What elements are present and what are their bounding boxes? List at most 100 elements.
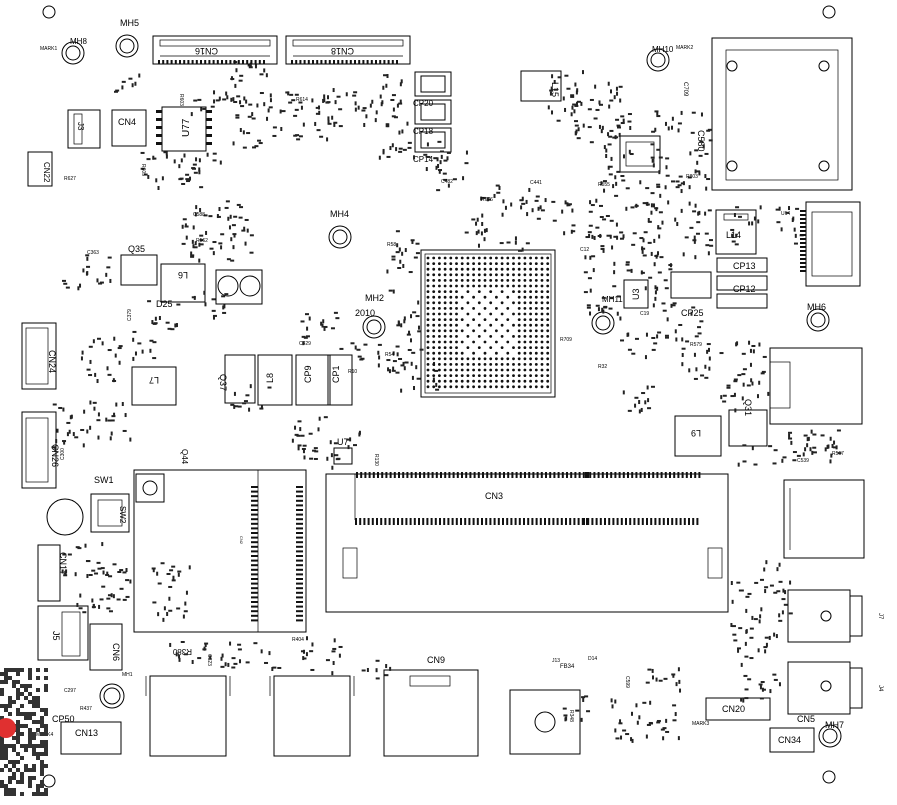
smd-pad xyxy=(318,110,321,115)
bga-ball xyxy=(540,307,544,310)
smd-pad xyxy=(89,425,92,430)
smd-pad xyxy=(411,375,414,380)
smd-pad xyxy=(118,360,121,365)
smd-pad xyxy=(198,258,201,263)
smd-pad xyxy=(535,195,540,198)
dimm-pin xyxy=(599,518,602,525)
qr-module xyxy=(16,708,20,712)
smd-pad xyxy=(438,169,443,172)
mounting-hole-mh4: MH4 xyxy=(328,209,352,249)
smd-pad xyxy=(117,347,122,350)
module-pin xyxy=(296,495,303,498)
dimm-pin xyxy=(589,472,592,478)
smd-pad xyxy=(758,619,761,624)
smd-pad xyxy=(333,311,338,314)
module-pin xyxy=(251,550,258,553)
smd-pad xyxy=(218,96,221,101)
smd-pad xyxy=(600,129,603,134)
bga-ball xyxy=(477,346,481,349)
smd-pad xyxy=(259,73,264,76)
svg-text:R579: R579 xyxy=(690,342,702,348)
smd-pad xyxy=(92,339,95,344)
smd-pad xyxy=(401,251,404,256)
module-pin xyxy=(251,522,258,525)
smd-pad xyxy=(639,180,642,185)
capacitor-cp1: CP1 xyxy=(327,354,353,406)
dimm-pin xyxy=(570,472,573,478)
smd-pad xyxy=(402,148,407,151)
smd-pad xyxy=(678,679,681,684)
smd-pad xyxy=(651,675,654,680)
svg-text:U3: U3 xyxy=(631,288,641,300)
module-pin xyxy=(296,596,303,599)
smd-pad xyxy=(506,241,511,244)
bga-ball xyxy=(432,346,436,349)
smd-pad xyxy=(110,419,115,422)
fpc-pin xyxy=(328,60,331,64)
smd-pad xyxy=(810,429,813,434)
qr-module xyxy=(28,740,32,744)
smd-pad xyxy=(403,366,406,371)
smd-pad xyxy=(168,609,173,612)
fpc-pin xyxy=(800,210,806,212)
smd-pad xyxy=(114,353,117,358)
smd-pad xyxy=(440,150,445,153)
fpc-pin xyxy=(800,250,806,252)
smd-pad xyxy=(802,452,805,457)
dimm-pin xyxy=(556,518,559,525)
bga-ball xyxy=(495,284,498,288)
smd-pad xyxy=(552,219,557,222)
smd-pad xyxy=(620,175,625,178)
smd-pad xyxy=(443,159,448,162)
smd-pad xyxy=(108,575,113,578)
dimm-pin xyxy=(440,472,442,478)
smd-pad xyxy=(476,217,479,222)
bga-ball xyxy=(529,273,532,277)
qr-module xyxy=(4,764,8,768)
bga-ball xyxy=(534,357,538,361)
module-pin xyxy=(296,532,303,534)
smd-pad xyxy=(616,91,619,96)
smd-pad xyxy=(745,629,748,634)
dimm-pin xyxy=(650,518,653,525)
smd-pad xyxy=(756,394,759,399)
smd-pad xyxy=(694,203,697,208)
smd-pad xyxy=(204,643,207,648)
smd-pad xyxy=(773,678,778,681)
smd-pad xyxy=(221,653,224,658)
dimm-pin xyxy=(472,518,475,525)
svg-text:MH5: MH5 xyxy=(120,18,139,28)
bga-ball xyxy=(483,307,487,310)
smd-pad xyxy=(564,200,567,205)
smd-pad xyxy=(83,409,86,414)
qr-module xyxy=(16,760,20,764)
red-sticker xyxy=(0,718,16,738)
smd-pad xyxy=(662,309,667,312)
smd-pad xyxy=(396,103,399,108)
module-pin xyxy=(251,536,258,539)
smd-pad xyxy=(230,77,235,80)
qr-module xyxy=(28,716,32,720)
bga-ball xyxy=(523,346,527,349)
smd-pad xyxy=(582,697,585,702)
dimm-pin xyxy=(587,472,589,478)
fpc-pin xyxy=(258,60,261,64)
bga-ball xyxy=(495,279,498,282)
smd-pad xyxy=(679,688,682,693)
smd-pad xyxy=(570,112,573,117)
svg-text:C297: C297 xyxy=(64,688,76,694)
dimm-pin xyxy=(497,518,500,525)
dimm-pin xyxy=(641,518,644,525)
module-pin xyxy=(296,513,303,516)
smd-pad xyxy=(107,349,112,352)
smd-pad xyxy=(616,124,621,127)
fpc-pin xyxy=(170,60,173,64)
smd-pad xyxy=(648,276,653,279)
bga-ball xyxy=(455,318,458,321)
smd-pad xyxy=(106,607,111,610)
module-pin xyxy=(251,619,258,622)
svg-text:C12: C12 xyxy=(580,247,589,253)
smd-pad xyxy=(86,574,89,579)
dimm-pin xyxy=(625,518,627,525)
smd-pad xyxy=(733,639,738,642)
